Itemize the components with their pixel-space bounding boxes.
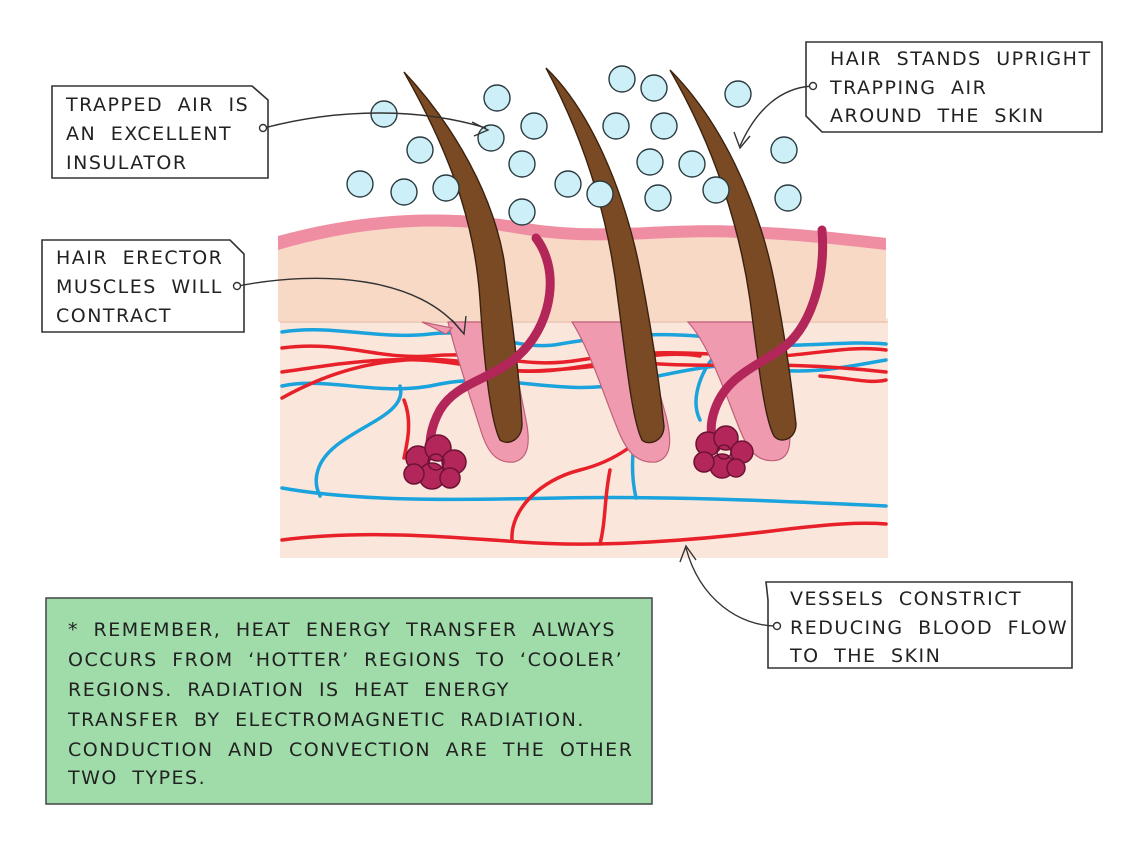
air-bubble: [554, 170, 582, 198]
note-box: * REMEMBER, HEAT ENERGY TRANSFER ALWAYS …: [45, 597, 653, 805]
note-line: TRANSFER BY ELECTROMAGNETIC RADIATION.: [67, 709, 585, 731]
note-line: CONDUCTION AND CONVECTION ARE THE OTHER: [68, 739, 633, 761]
air-bubble: [650, 112, 678, 140]
hair-erector-muscle: [425, 233, 555, 461]
label-line: HAIR STANDS UPRIGHT: [830, 48, 1092, 70]
label-line: AROUND THE SKIN: [830, 105, 1045, 127]
vein: [280, 486, 888, 508]
note-line: REGIONS. RADIATION IS HEAT ENERGY: [68, 679, 510, 701]
epidermis-layer: [278, 214, 886, 322]
label-trapped-air: TRAPPED AIR IS AN EXCELLENT INSULATOR: [51, 85, 490, 179]
label-line: TRAPPING AIR: [829, 77, 987, 99]
artery: [280, 521, 888, 546]
air-bubble: [586, 180, 614, 208]
air-bubble: [508, 150, 536, 178]
air-bubble: [774, 184, 802, 212]
sweat-gland: [403, 434, 467, 490]
note-line: * REMEMBER, HEAT ENERGY TRANSFER ALWAYS: [68, 619, 616, 641]
air-bubble: [477, 124, 505, 152]
air-bubble: [432, 174, 460, 202]
label-line: HAIR ERECTOR: [56, 247, 223, 269]
hair: [403, 71, 523, 443]
note-line: OCCURS FROM ‘HOTTER’ REGIONS TO ‘COOLER’: [68, 649, 623, 671]
air-bubble: [508, 198, 536, 226]
air-bubble: [406, 136, 434, 164]
vein: [314, 384, 403, 498]
sweat-gland: [693, 425, 754, 479]
air-bubble: [602, 112, 630, 140]
label-line: REDUCING BLOOD FLOW: [790, 617, 1068, 639]
note-line: TWO TYPES.: [67, 767, 206, 789]
hair-erector-muscle-pad: [421, 321, 454, 335]
air-bubble: [640, 74, 668, 102]
label-line: VESSELS CONSTRICT: [790, 588, 1022, 610]
label-line: AN EXCELLENT: [66, 123, 232, 145]
air-bubble: [370, 100, 398, 128]
label-vessels: VESSELS CONSTRICT REDUCING BLOOD FLOW TO…: [679, 544, 1073, 669]
air-bubble: [644, 184, 672, 212]
air-bubble: [702, 176, 730, 204]
hair: [545, 67, 665, 444]
artery: [598, 468, 612, 546]
air-bubble: [724, 80, 752, 108]
air-bubble: [678, 150, 706, 178]
epidermis-surface: [278, 214, 886, 250]
label-line: CONTRACT: [56, 305, 172, 327]
artery: [402, 398, 411, 460]
label-line: INSULATOR: [66, 152, 188, 174]
hair: [669, 69, 797, 441]
air-bubble: [770, 136, 798, 164]
label-line: MUSCLES WILL: [56, 276, 223, 298]
label-line: TO THE SKIN: [789, 645, 941, 667]
air-bubble: [520, 112, 548, 140]
air-bubble: [483, 84, 511, 112]
sweat-glands: [403, 425, 754, 490]
label-hair-erector: HAIR ERECTOR MUSCLES WILL CONTRACT: [41, 239, 467, 336]
artery: [280, 344, 888, 365]
label-hair-stands: HAIR STANDS UPRIGHT TRAPPING AIR AROUND …: [733, 41, 1103, 150]
air-bubbles: [346, 65, 802, 226]
air-bubble: [390, 178, 418, 206]
air-bubble: [608, 65, 636, 93]
artery: [818, 374, 888, 384]
air-bubble: [346, 170, 374, 198]
air-bubble: [636, 148, 664, 176]
label-line: TRAPPED AIR IS: [65, 94, 249, 116]
